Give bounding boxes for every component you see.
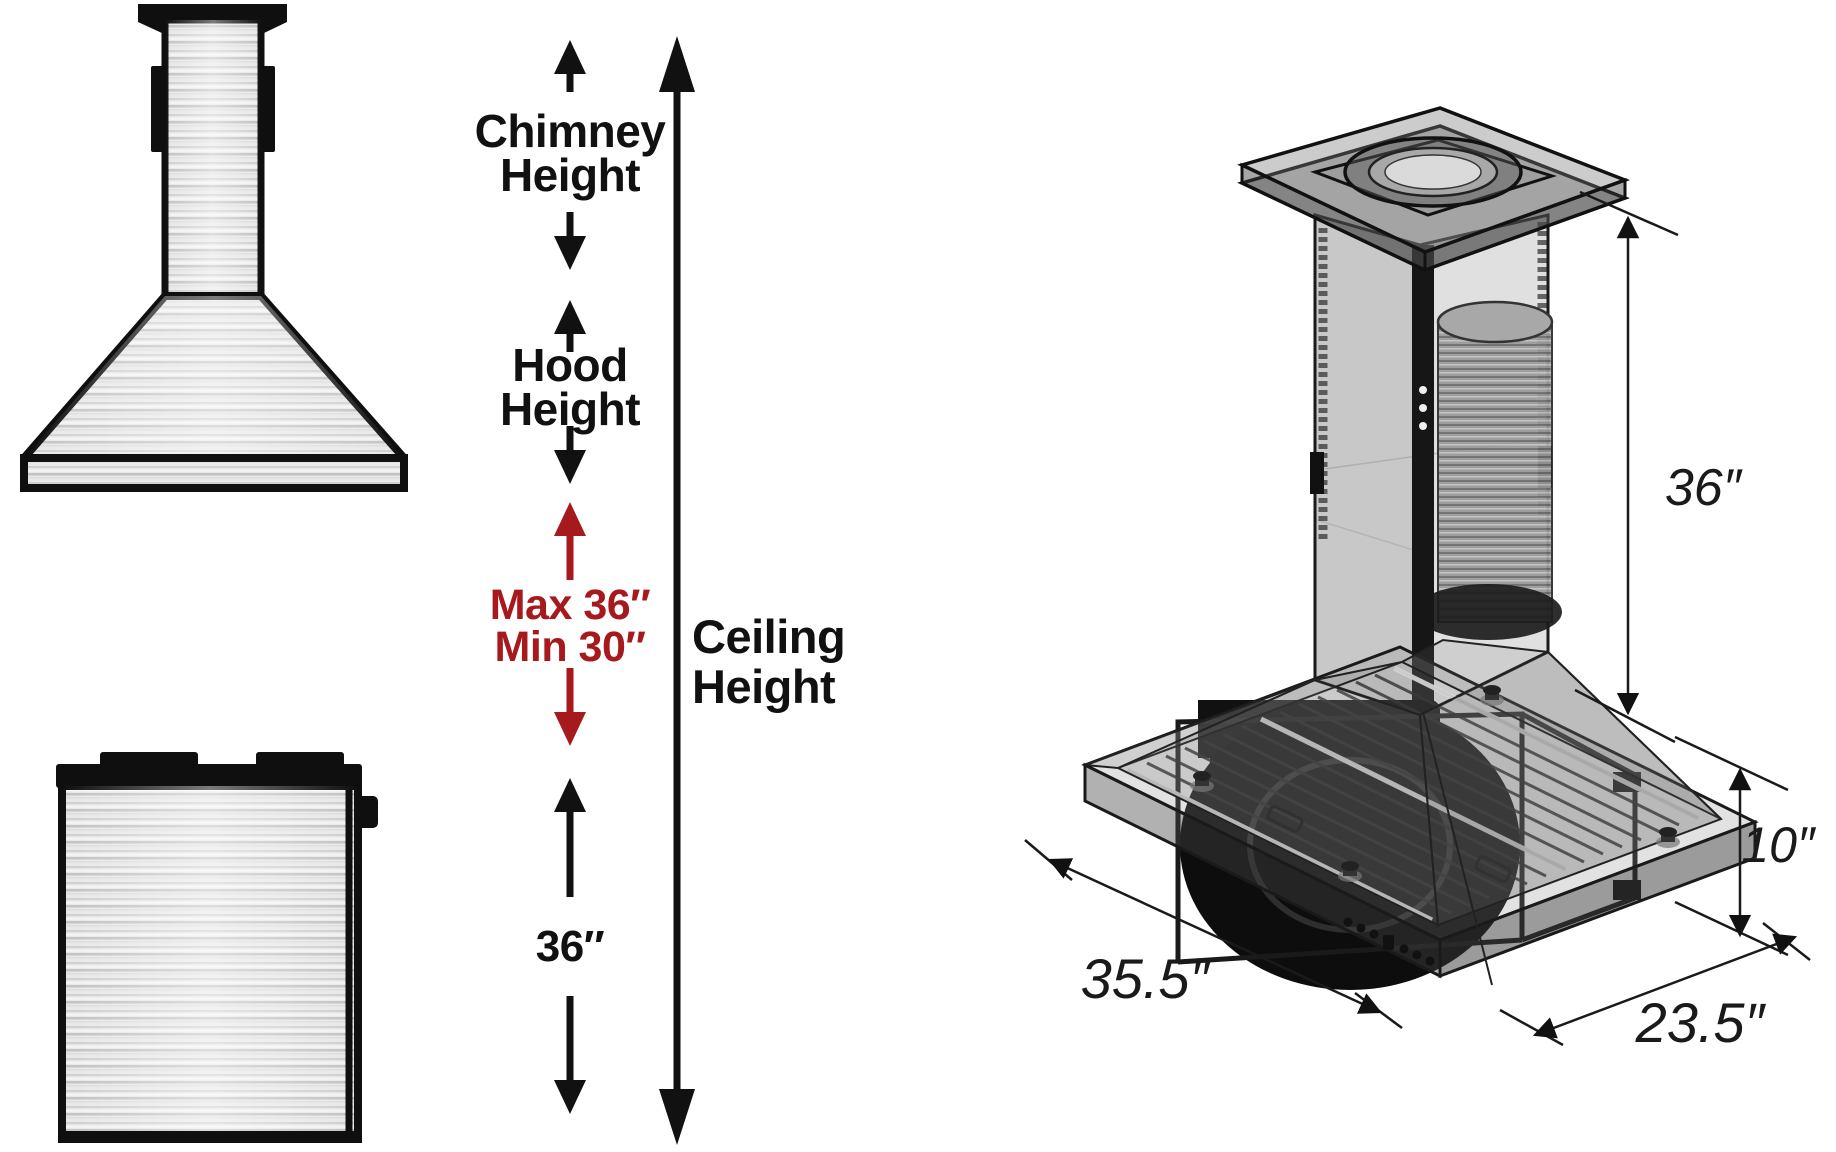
- chimney-height-up-arrow: [554, 40, 586, 92]
- island-width-label: 35.5″: [1081, 947, 1212, 1010]
- ceiling-mount-plate: [1237, 106, 1630, 273]
- width-355-dimension: [1024, 839, 1403, 1030]
- countertop-clearance-label: 36″: [535, 922, 605, 971]
- island-hood-figure: 36″ 10″ 35.5″ 23.5″: [1024, 106, 1817, 1054]
- depth-235-dimension: [1499, 922, 1811, 1047]
- island-depth-label: 23.5″: [1635, 991, 1767, 1054]
- wall-hood-illustration: [20, 4, 408, 492]
- chimney-height-down-arrow: [554, 212, 586, 270]
- hood-height-down-arrow: [554, 426, 586, 484]
- max-clearance-label: Max 36″: [489, 581, 651, 629]
- min-clearance-label: Min 30″: [494, 623, 646, 671]
- ceiling-height-label: Ceiling Height: [692, 610, 846, 713]
- hood-height-up-arrow: [554, 300, 586, 352]
- ceiling-height-arrow: [659, 36, 695, 1145]
- wall-hood-and-range-figure: [20, 4, 408, 1143]
- hood-base: [1081, 638, 1759, 986]
- island-height-label: 36″: [1665, 459, 1743, 517]
- min-clearance-down-arrow: [554, 668, 586, 746]
- range-illustration: [56, 752, 378, 1143]
- chimney-height-label: Chimney Height: [474, 105, 666, 201]
- countertop-up-arrow: [554, 778, 586, 897]
- max-clearance-up-arrow: [554, 502, 586, 580]
- clearance-arrows: [554, 36, 695, 1145]
- dimension-lines: [1024, 190, 1811, 1047]
- height-36-dimension: [1574, 190, 1679, 744]
- countertop-down-arrow: [554, 996, 586, 1114]
- hood-height-label: Hood Height: [499, 339, 641, 435]
- island-body-height-label: 10″: [1741, 817, 1817, 873]
- flex-duct: [1414, 300, 1562, 640]
